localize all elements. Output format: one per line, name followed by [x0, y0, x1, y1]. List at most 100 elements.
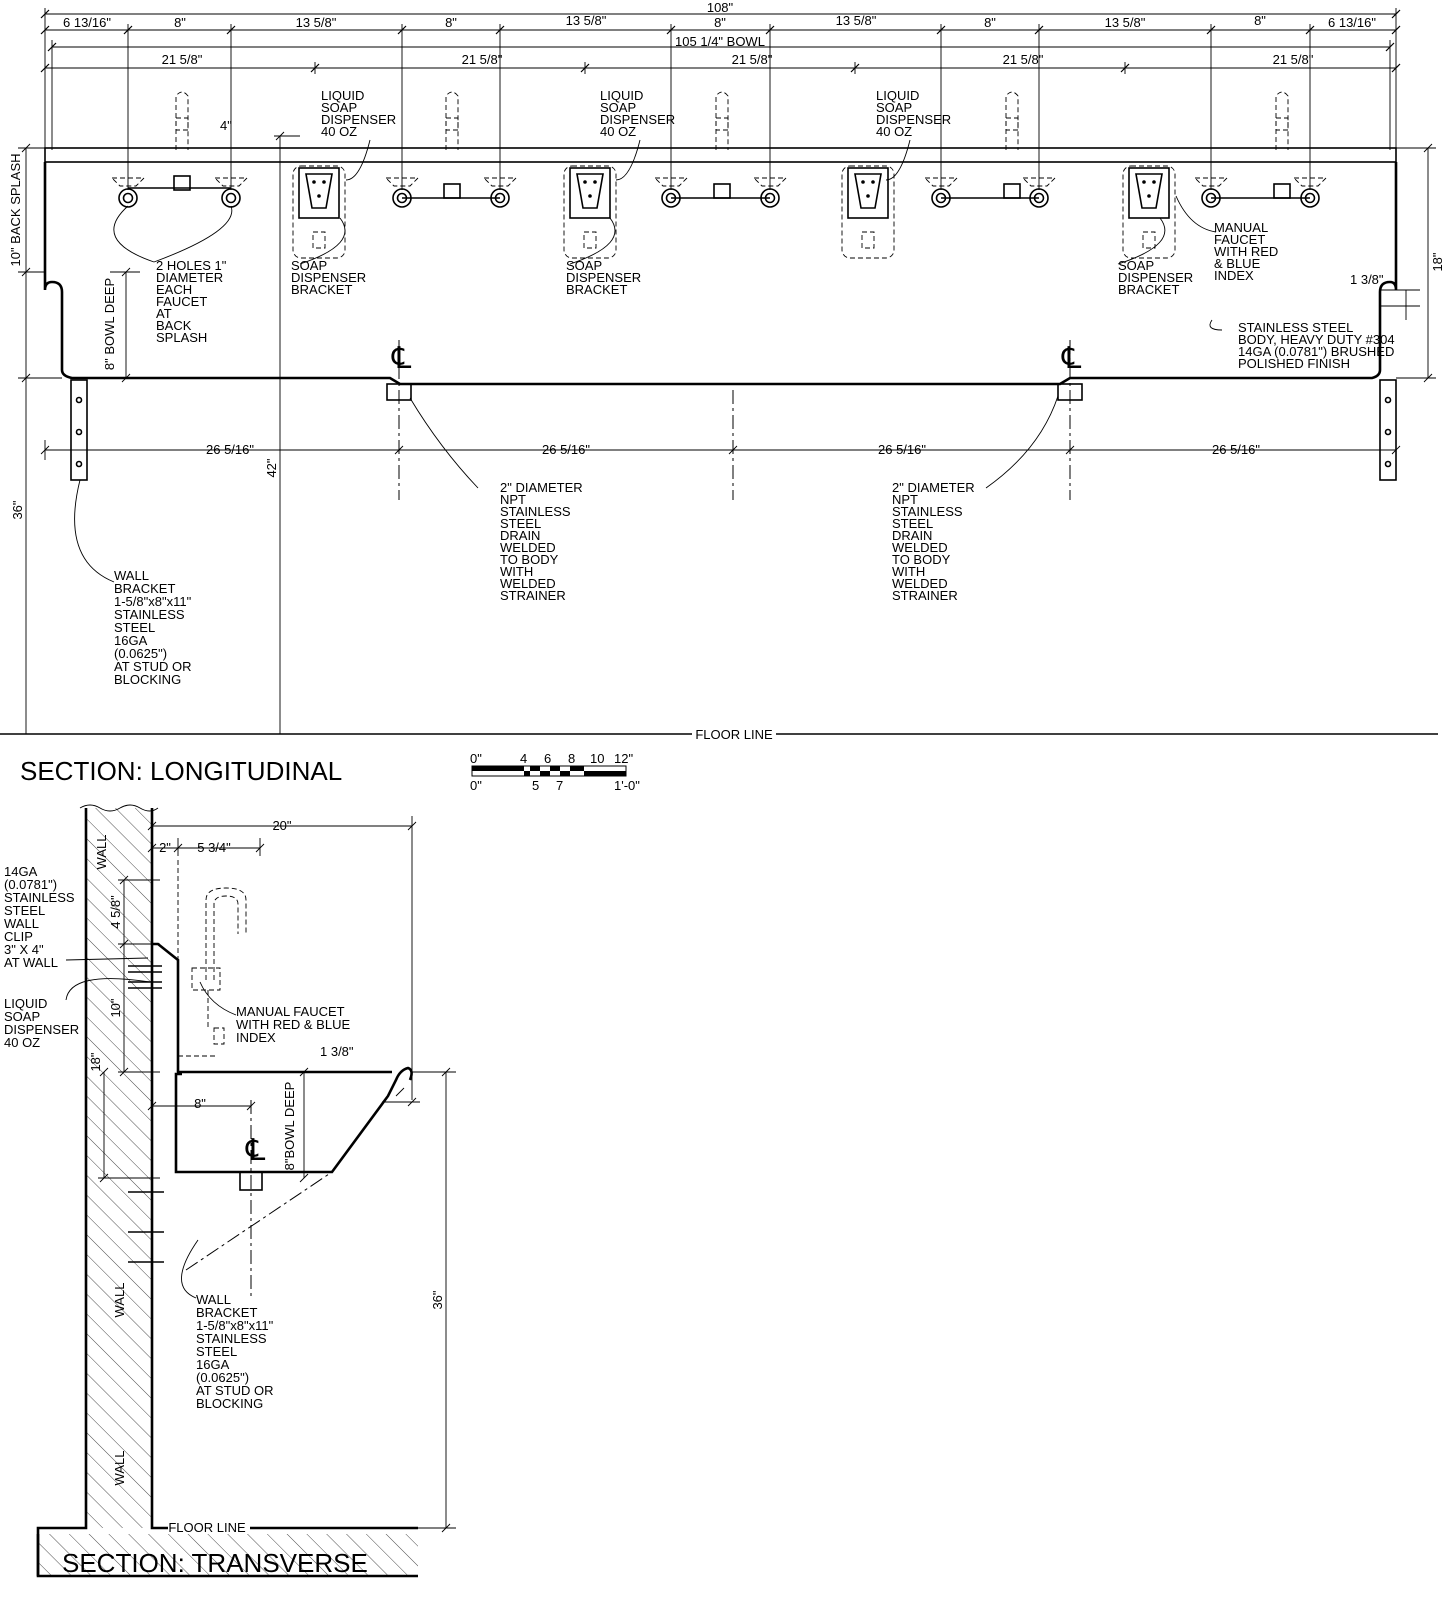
transverse-faucet — [177, 860, 247, 1057]
callout-line: (0.0625") — [114, 646, 167, 661]
callout-line: SOAP — [566, 258, 602, 273]
callout-line: MANUAL FAUCET — [236, 1004, 345, 1019]
station-row: 21 5/8" 21 5/8" 21 5/8" 21 5/8" 21 5/8" — [162, 52, 1314, 67]
scale-label: 5 — [532, 778, 539, 793]
centerline-symbol: ℄ — [391, 342, 411, 375]
drains — [386, 383, 1083, 401]
spacing-label: 8" — [1254, 13, 1266, 28]
callout-transverse-soap: LIQUID SOAP DISPENSER 40 OZ — [4, 996, 79, 1050]
callout-line: STAINLESS — [196, 1331, 267, 1346]
callout-line: 40 OZ — [600, 124, 636, 139]
callout-line: 1-5/8"x8"x11" — [196, 1318, 274, 1333]
longitudinal-title: SECTION: LONGITUDINAL — [20, 756, 342, 786]
callout-line: TO BODY — [500, 552, 559, 567]
callout-line: STRAINER — [500, 588, 566, 603]
callout-line: 2 HOLES 1" — [156, 258, 227, 273]
callout-line: 16GA — [196, 1357, 230, 1372]
callout-line: INDEX — [236, 1030, 276, 1045]
spacing-label: 13 5/8" — [1105, 15, 1146, 30]
bowl-width-label: 105 1/4" BOWL — [675, 34, 765, 49]
callout-wall-clip: 14GA (0.0781") STAINLESS STEEL WALL CLIP… — [4, 864, 75, 970]
callout-line: POLISHED FINISH — [1238, 356, 1350, 371]
callout-line: BODY, HEAVY DUTY #304 — [1238, 332, 1395, 347]
spacing-label: 13 5/8" — [566, 13, 607, 28]
callout-drain-left: 2" DIAMETER NPT STAINLESS STEEL DRAIN WE… — [500, 480, 583, 603]
scale-label: 8 — [568, 751, 575, 766]
callout-line: STEEL — [4, 903, 45, 918]
callout-line: WITH RED & BLUE — [236, 1017, 350, 1032]
callout-line: 14GA — [4, 864, 38, 879]
callout-line: BRACKET — [114, 581, 175, 596]
bowl-deep-label: 8" BOWL DEEP — [102, 278, 117, 370]
transverse-title: SECTION: TRANSVERSE — [62, 1548, 368, 1578]
dim-4-5-8-label: 4 5/8" — [108, 895, 123, 929]
callout-line: SOAP — [1118, 258, 1154, 273]
callout-line: WELDED — [892, 540, 948, 555]
spacing-label: 8" — [984, 15, 996, 30]
dim-10-label: 10" — [108, 998, 123, 1017]
sink-profile — [152, 942, 413, 1191]
wall-anchors — [128, 965, 164, 1263]
faucet-spouts — [175, 91, 1289, 150]
scale-label: 0" — [470, 751, 482, 766]
callout-line: SOAP — [876, 100, 912, 115]
floor-line: FLOOR LINE — [0, 727, 1438, 742]
wall-label: WALL — [94, 835, 109, 870]
spacing-label: 8" — [445, 15, 457, 30]
callout-bracket: SOAP DISPENSER BRACKET SOAP DISPENSER BR… — [291, 258, 1193, 297]
callout-line: FAUCET — [156, 294, 207, 309]
dim-4-label: 4" — [220, 118, 232, 133]
callout-line: LIQUID — [876, 88, 919, 103]
spacing-label: 8" — [714, 15, 726, 30]
dim-18-label: 18" — [88, 1052, 103, 1071]
drain-spacing-dims — [40, 440, 1401, 460]
callout-line: STAINLESS — [892, 504, 963, 519]
sink-body — [43, 147, 1398, 386]
scale-label: 6 — [544, 751, 551, 766]
callout-line: DISPENSER — [600, 112, 675, 127]
back-splash-label: 10" BACK SPLASH — [8, 153, 23, 266]
callout-line: LIQUID — [4, 996, 47, 1011]
callout-line: (0.0781") — [4, 877, 57, 892]
spacing-row: 6 13/16" 8" 13 5/8" 8" 13 5/8" 8" 13 5/8… — [63, 13, 1376, 30]
callout-line: STAINLESS STEEL — [1238, 320, 1353, 335]
scale-label: 12" — [614, 751, 633, 766]
callout-line: AT STUD OR — [114, 659, 192, 674]
callout-line: STEEL — [500, 516, 541, 531]
callout-line: WELDED — [500, 540, 556, 555]
scale-bar: 0" 4 6 8 10 12" 0" 5 7 1'-0" — [470, 751, 640, 793]
drain-spacing-label: 26 5/16" — [206, 442, 254, 457]
callout-line: SOAP — [600, 100, 636, 115]
callout-line: WITH RED — [1214, 244, 1278, 259]
callout-line: STAINLESS — [500, 504, 571, 519]
centerline-symbol: ℄ — [1061, 342, 1081, 375]
overall-width-label: 108" — [707, 0, 734, 15]
callout-line: 1-5/8"x8"x11" — [114, 594, 192, 609]
station-label: 21 5/8" — [1003, 52, 1044, 67]
dim-36-label: 36" — [430, 1290, 445, 1309]
dim-8-label: 8" — [194, 1096, 206, 1111]
drain-spacing-label: 26 5/16" — [542, 442, 590, 457]
spacing-label: 13 5/8" — [296, 15, 337, 30]
scale-label: 7 — [556, 778, 563, 793]
callout-line: STEEL — [114, 620, 155, 635]
callout-line: AT STUD OR — [196, 1383, 274, 1398]
callout-line: 2" DIAMETER — [892, 480, 975, 495]
transverse-leaders — [65, 957, 237, 1299]
callout-line: WITH — [892, 564, 925, 579]
callout-transverse-faucet: MANUAL FAUCET WITH RED & BLUE INDEX — [236, 1004, 350, 1045]
callout-line: BLOCKING — [196, 1396, 263, 1411]
callout-line: BRACKET — [566, 282, 627, 297]
callout-line: TO BODY — [892, 552, 951, 567]
callout-line: 16GA — [114, 633, 148, 648]
bowl-deep-label: 8"BOWL DEEP — [282, 1082, 297, 1171]
callout-line: DISPENSER — [291, 270, 366, 285]
callout-line: DRAIN — [500, 528, 540, 543]
callout-line: FAUCET — [1214, 232, 1265, 247]
callout-line: BRACKET — [291, 282, 352, 297]
transverse-section: WALL WALL WALL — [4, 804, 456, 1578]
wall-label: WALL — [112, 1451, 127, 1486]
callout-line: 3" X 4" — [4, 942, 44, 957]
callout-line: (0.0625") — [196, 1370, 249, 1385]
